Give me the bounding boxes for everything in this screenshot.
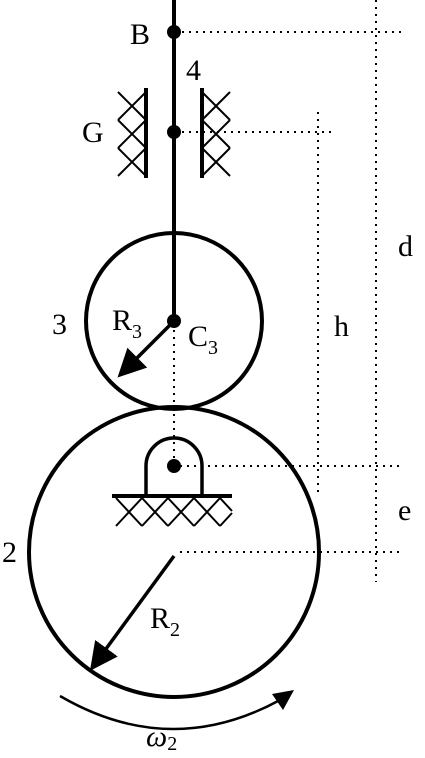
label-2: 2 — [2, 536, 17, 569]
label-d: d — [398, 230, 413, 263]
label-4: 4 — [186, 54, 201, 87]
joint-b — [167, 25, 181, 39]
guide-right-hatch — [201, 91, 231, 177]
joint-g — [167, 125, 181, 139]
radius-r2-arrow — [89, 554, 176, 671]
pivot-bracket — [144, 436, 204, 496]
pivot-pin — [167, 459, 181, 473]
label-3: 3 — [52, 308, 67, 341]
omega-arc — [59, 694, 281, 731]
label-r3: R3 — [112, 304, 142, 343]
label-omega2: ω2 — [146, 720, 177, 755]
label-h: h — [334, 310, 349, 343]
label-e: e — [398, 494, 411, 527]
label-c3: C3 — [188, 320, 218, 359]
gear-2-circle — [27, 405, 321, 699]
dimension-lines — [173, 0, 402, 582]
guide-g — [117, 88, 231, 178]
omega-arrowhead — [272, 690, 294, 710]
label-g: G — [82, 116, 104, 149]
pivot-support — [112, 436, 233, 527]
ground-hatch — [115, 497, 233, 527]
label-b: B — [130, 18, 150, 51]
radius-r3-arrow — [117, 319, 176, 378]
guide-left-hatch — [117, 91, 147, 177]
label-r2: R2 — [150, 602, 180, 641]
